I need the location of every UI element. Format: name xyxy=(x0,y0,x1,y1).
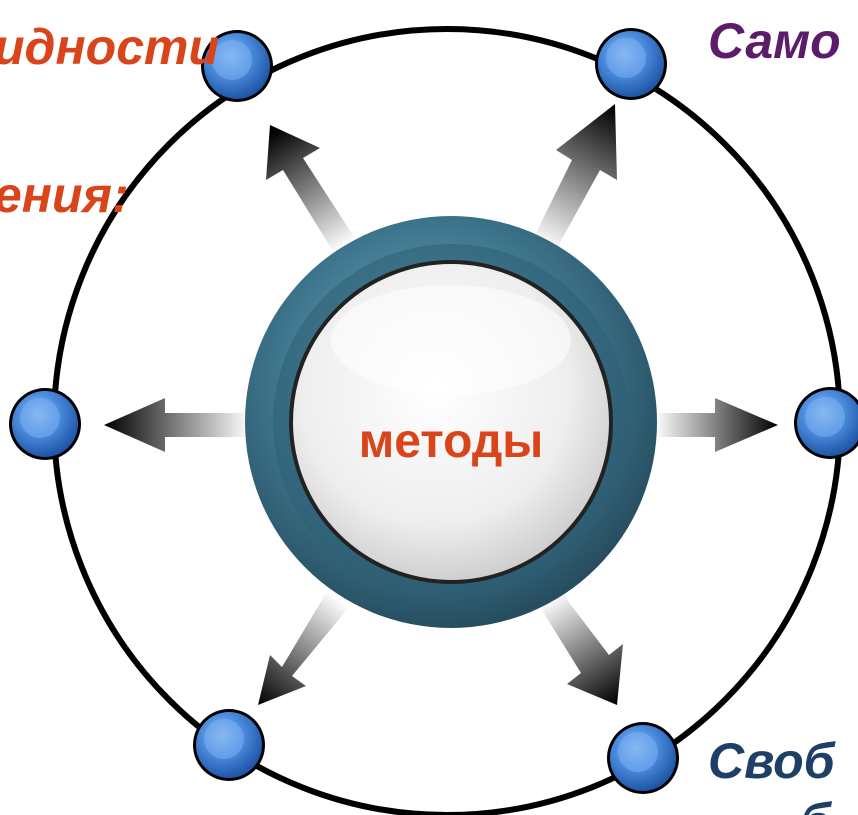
node-bottom-right[interactable] xyxy=(607,722,679,794)
node-bottom-left[interactable] xyxy=(193,709,265,781)
label-mid-left: ения: xyxy=(0,167,129,223)
node-top-left[interactable] xyxy=(201,30,273,102)
node-top-right[interactable] xyxy=(595,28,667,100)
arrow-right xyxy=(652,398,778,452)
label-bottom-right-1: Своб xyxy=(708,733,837,789)
center-hub: методы xyxy=(245,216,657,628)
node-left[interactable] xyxy=(9,388,81,460)
node-right[interactable] xyxy=(794,387,858,459)
label-bottom-right-2: б xyxy=(800,793,833,815)
label-top-left: идности xyxy=(0,19,219,75)
arrow-down-left xyxy=(258,590,350,705)
label-top-right: Само xyxy=(708,13,841,69)
center-label: методы xyxy=(359,415,544,468)
arrow-up-right xyxy=(530,104,617,257)
arrow-left xyxy=(104,398,252,452)
arrow-up-left xyxy=(266,125,356,253)
arrow-down-right xyxy=(540,592,623,705)
